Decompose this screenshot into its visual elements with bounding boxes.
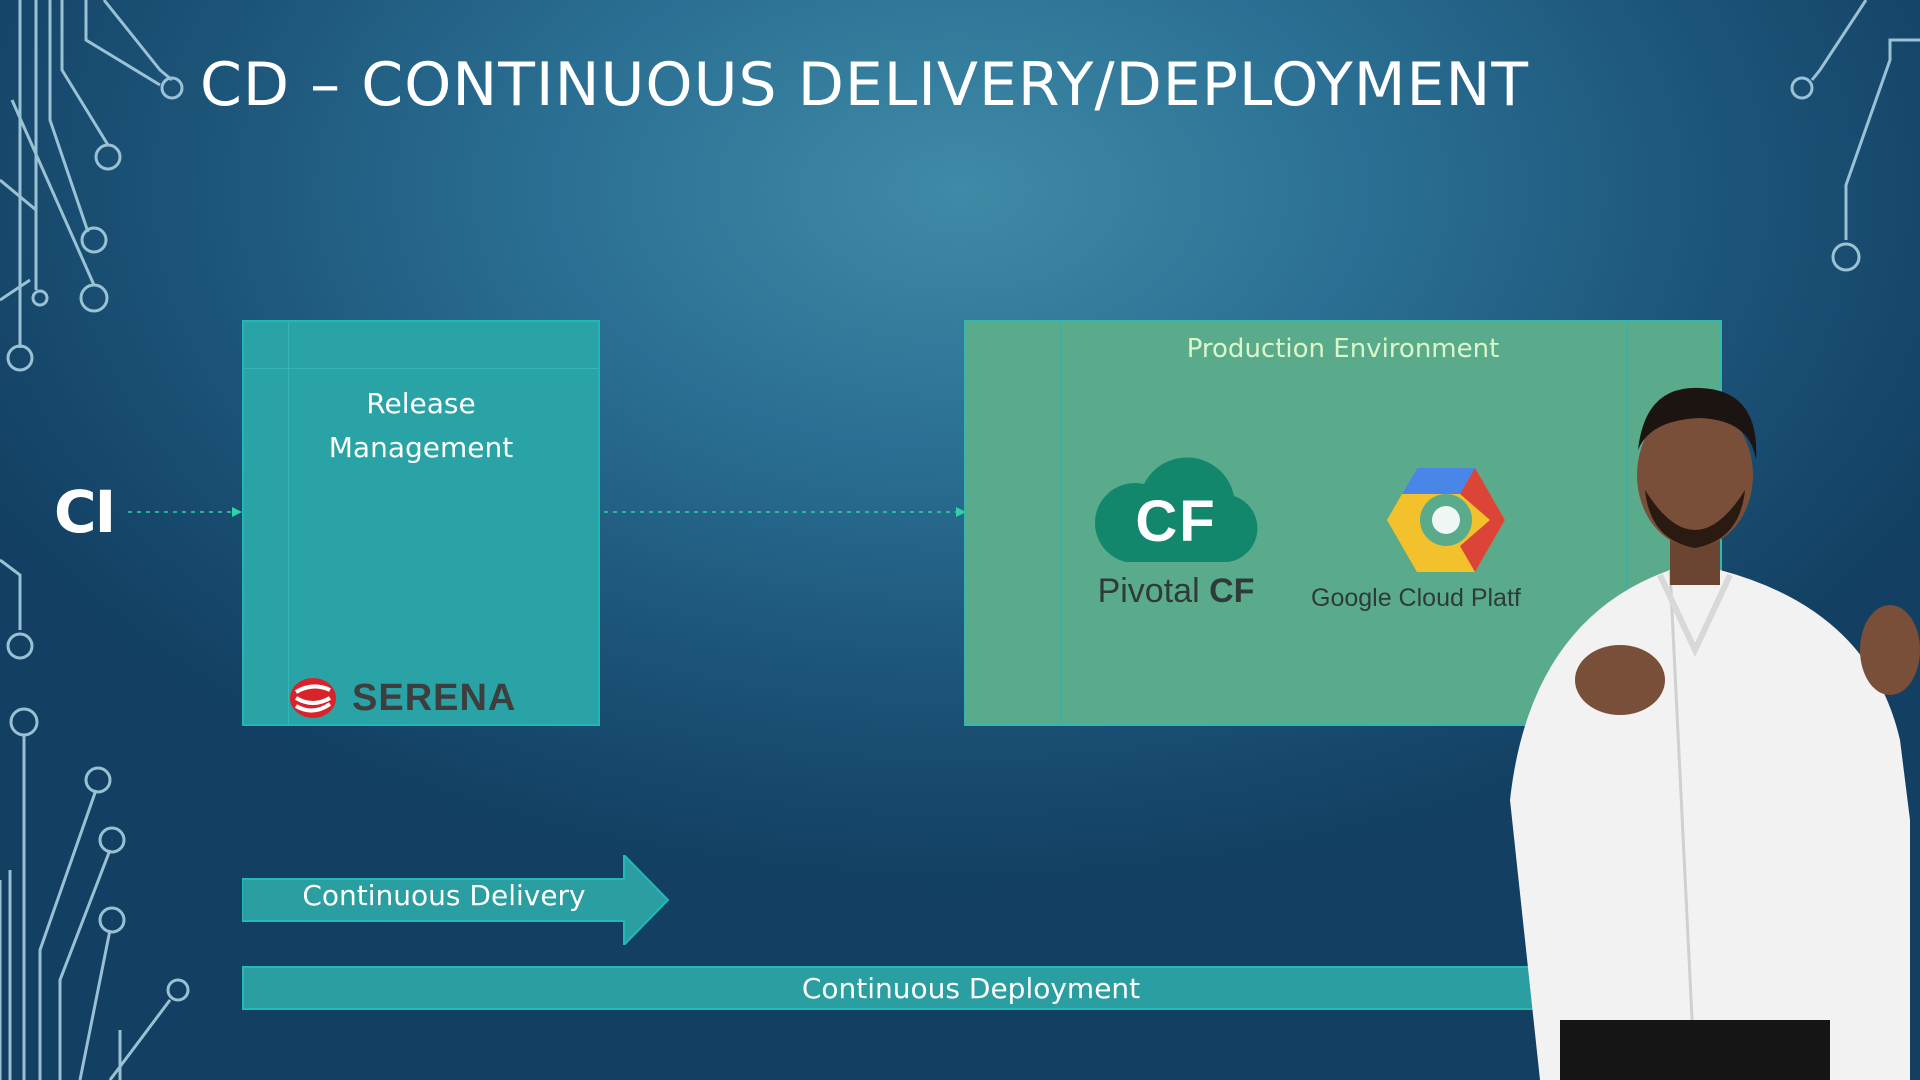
cloud-icon [1094, 457, 1258, 562]
continuous-delivery-label: Continuous Delivery [302, 879, 586, 912]
serena-mark-icon [290, 678, 336, 718]
serena-logo: SERENA [288, 676, 516, 720]
ci-label: CI [54, 478, 116, 546]
release-management-box: Release Management SERENA [242, 320, 600, 726]
continuous-delivery-arrow: Continuous Delivery [241, 852, 672, 949]
production-environment-title: Production Environment [1186, 334, 1500, 364]
google-cloud-platform-text: Google Cloud Platf [1311, 584, 1521, 612]
presenter-video [1510, 387, 1920, 1080]
slide-title: CD – CONTINUOUS DELIVERY/DEPLOYMENT [200, 50, 1529, 120]
continuous-deployment-label: Continuous Deployment [801, 972, 1141, 1005]
pivotal-cf-logo: CF Pivotal CF [1086, 450, 1266, 611]
pivotal-cf-wordmark: Pivotal CF [1097, 572, 1255, 610]
pivotal-cf-badge: CF [1135, 489, 1217, 554]
google-cloud-hexagon-icon [1387, 468, 1505, 572]
release-management-title: Release Management [328, 387, 514, 464]
arrow-shape [241, 852, 670, 948]
serena-logo-text: SERENA [352, 676, 517, 719]
continuous-deployment-bar: Continuous Deployment [242, 966, 1682, 1010]
production-environment-box: Production Environment CF Pivotal CF Goo… [964, 320, 1722, 726]
google-cloud-platform-logo: Google Cloud Platf [1311, 462, 1571, 613]
